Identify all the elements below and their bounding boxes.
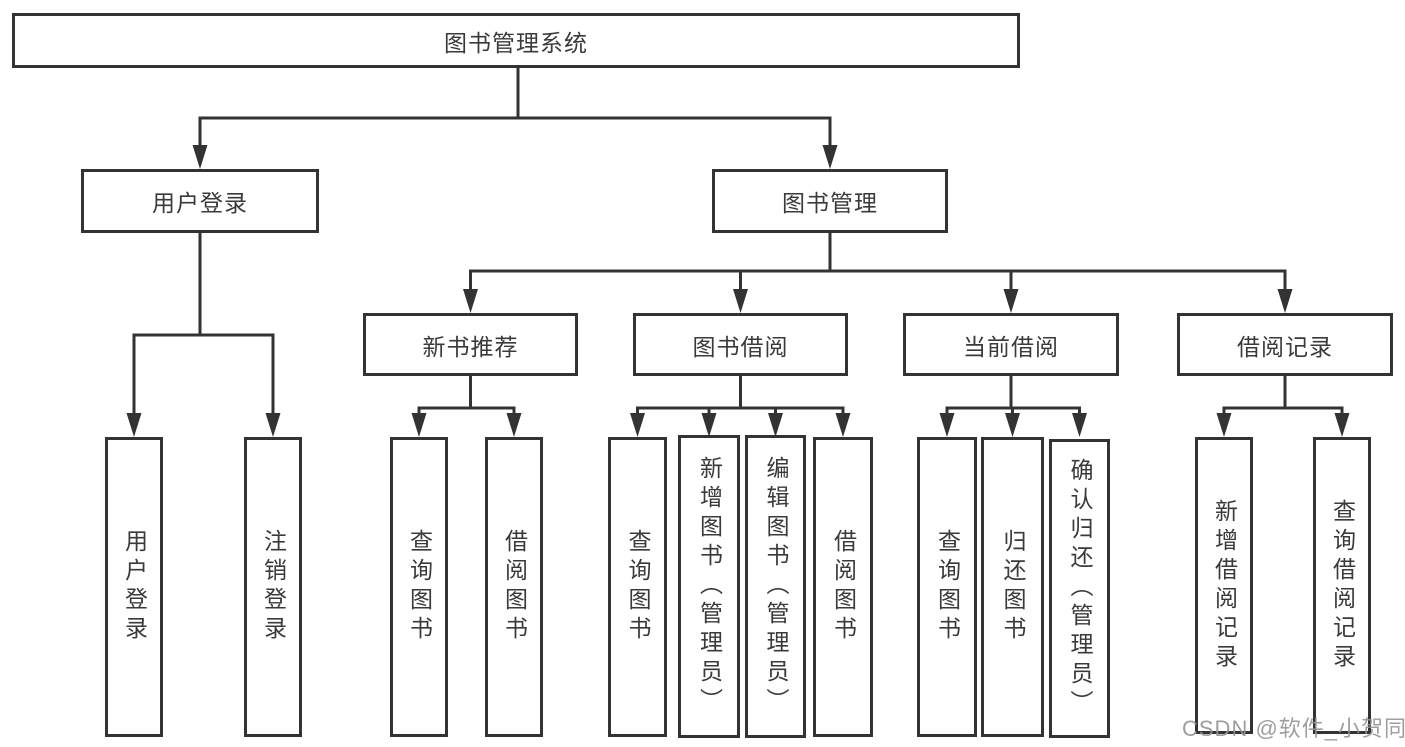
node-leaf-user-login: 用户登录: [105, 437, 163, 737]
node-leaf-confirm-return-admin: 确认归还（管理员）: [1049, 439, 1110, 738]
leaf-label: 新增借阅记录: [1211, 498, 1238, 673]
leaf-label: 借阅图书: [501, 529, 528, 645]
node-leaf-return-book: 归还图书: [981, 437, 1044, 737]
csdn-watermark: CSDN @软件_小贺同学: [1182, 716, 1405, 741]
node-leaf-borrow-book-1: 借阅图书: [485, 437, 543, 737]
leaf-label: 注销登录: [260, 529, 287, 645]
node-leaf-add-borrow-record: 新增借阅记录: [1195, 437, 1253, 734]
node-user-login: 用户登录: [81, 169, 319, 233]
node-leaf-add-book-admin: 新增图书（管理员）: [678, 435, 740, 738]
node-leaf-query-book-2: 查询图书: [608, 437, 667, 737]
node-leaf-query-book-1: 查询图书: [390, 437, 448, 737]
leaf-label: 查询借阅记录: [1329, 498, 1356, 673]
leaf-label: 归还图书: [1000, 529, 1026, 645]
node-current-borrow: 当前借阅: [903, 313, 1119, 376]
node-leaf-query-book-3: 查询图书: [917, 437, 977, 737]
leaf-label: 借阅图书: [830, 529, 857, 645]
leaf-label: 查询图书: [406, 529, 433, 645]
node-leaf-query-borrow-record: 查询借阅记录: [1313, 437, 1371, 734]
node-leaf-edit-book-admin: 编辑图书（管理员）: [745, 435, 806, 738]
node-book-borrow: 图书借阅: [633, 313, 848, 376]
node-leaf-borrow-book-2: 借阅图书: [813, 437, 873, 737]
node-leaf-logout: 注销登录: [244, 437, 302, 737]
node-book-management: 图书管理: [712, 169, 948, 233]
node-new-book-recommend: 新书推荐: [363, 313, 578, 376]
node-borrow-record: 借阅记录: [1177, 313, 1393, 376]
leaf-label: 用户登录: [121, 529, 148, 645]
leaf-label: 查询图书: [934, 529, 961, 645]
node-library-management-system: 图书管理系统: [12, 13, 1020, 68]
leaf-label: 查询图书: [625, 529, 651, 645]
leaf-label: 编辑图书（管理员）: [763, 456, 789, 717]
leaf-label: 新增图书（管理员）: [696, 456, 723, 717]
leaf-label: 确认归还（管理员）: [1067, 458, 1093, 719]
